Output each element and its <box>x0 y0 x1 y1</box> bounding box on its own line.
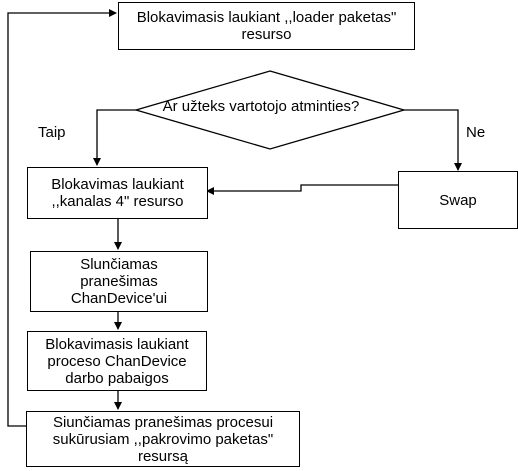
node-wait-channel: Blokavimas laukiant ,,kanalas 4" resurso <box>27 167 208 219</box>
edge-no-label: Ne <box>466 124 486 141</box>
node-send-chandevice: Slunčiamas pranešimas ChanDevice'ui <box>30 251 208 312</box>
node-wait-chandevice-end: Blokavimasis laukiant proceso ChanDevice… <box>27 331 207 391</box>
decision-diamond <box>133 70 407 150</box>
edge-loop-back <box>7 9 117 427</box>
decision-question: Ar užteks vartotojo atminties? <box>162 98 360 115</box>
edge-yes-label: Taip <box>38 124 66 141</box>
node-swap: Swap <box>398 171 518 229</box>
node-wait-loader: Blokavimasis laukiant ,,loader paketas" … <box>118 2 415 50</box>
node-send-creator: Siunčiamas pranešimas procesui sukūrusia… <box>26 411 300 467</box>
edge-swap-to-channel <box>206 184 398 195</box>
edge-no <box>404 109 462 171</box>
edge-yes <box>93 109 136 166</box>
